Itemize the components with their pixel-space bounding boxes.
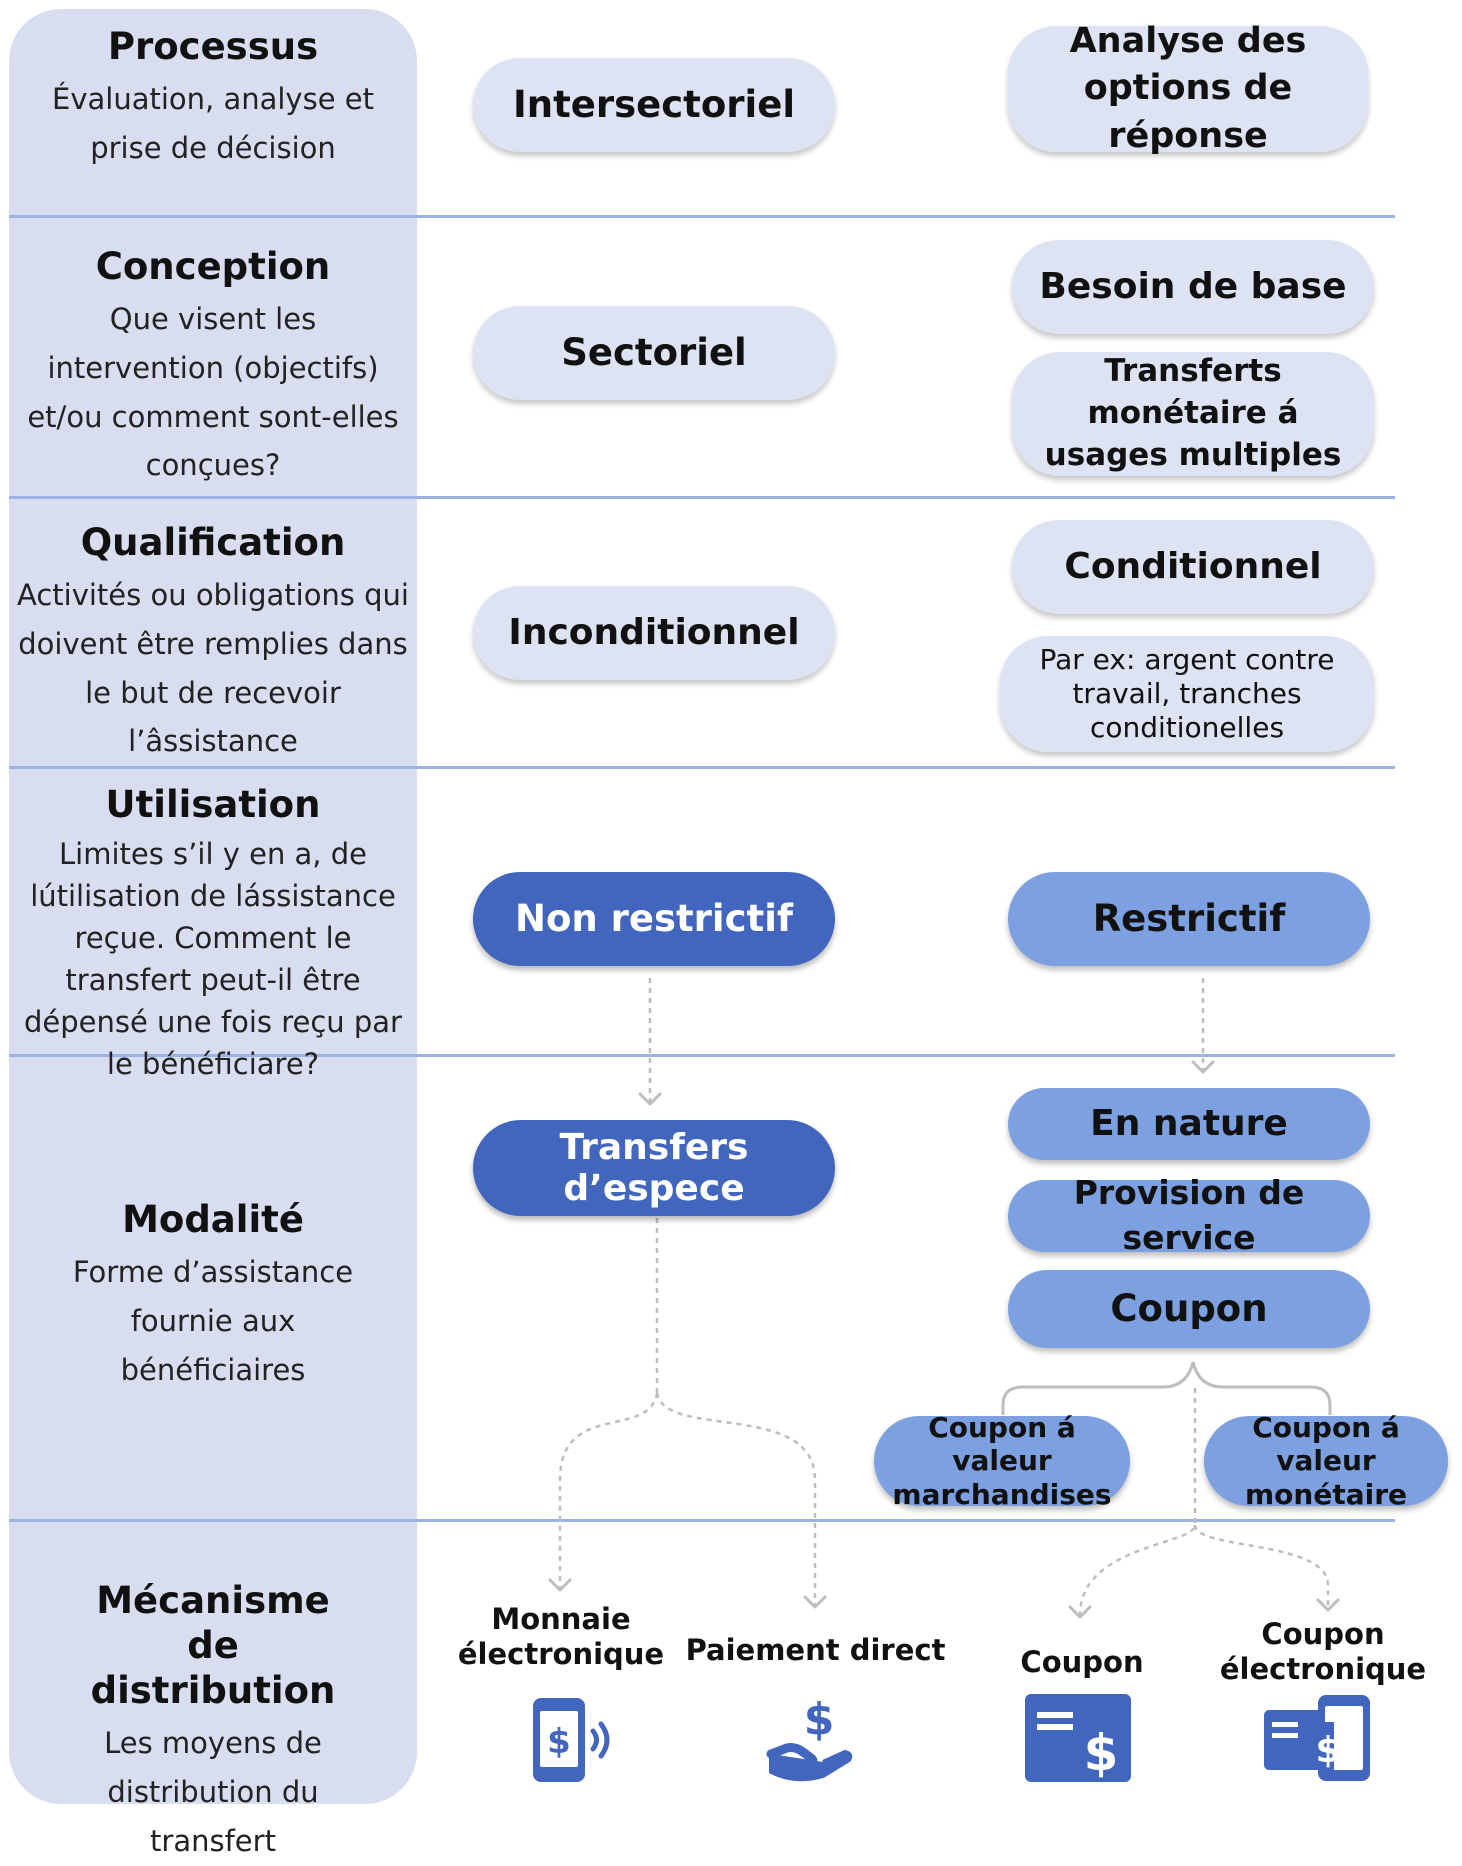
- svg-text:$: $: [804, 1694, 835, 1745]
- row-divider: [9, 1054, 1395, 1057]
- option-conditionnel-example: Par ex: argent contre travail, tranches …: [1000, 636, 1374, 752]
- category-title: Utilisation: [105, 783, 321, 826]
- row-divider: [9, 215, 1395, 218]
- flow-connectors: [548, 978, 1340, 1619]
- row-divider: [9, 1519, 1395, 1522]
- row-divider: [9, 766, 1395, 769]
- option-besoin-de-base: Besoin de base: [1012, 240, 1374, 334]
- option-inconditionnel: Inconditionnel: [473, 586, 835, 680]
- e-voucher-icon: $: [1264, 1695, 1370, 1781]
- category-title: Qualification: [80, 521, 346, 564]
- svg-text:$: $: [1084, 1724, 1119, 1782]
- category-title: Mécanisme de distribution: [90, 1579, 336, 1713]
- mechanism-coupon-electronique: Coupon électronique: [1219, 1617, 1427, 1687]
- option-en-nature: En nature: [1008, 1088, 1370, 1160]
- category-title: Conception: [95, 245, 331, 288]
- svg-text:$: $: [547, 1722, 571, 1762]
- row-divider: [9, 496, 1395, 499]
- category-sidebar: [9, 9, 417, 1804]
- option-transfers-espece: Transfers d’espece: [473, 1120, 835, 1216]
- connector-coupon-electronique: [1193, 1524, 1330, 1608]
- option-sectoriel: Sectoriel: [473, 306, 835, 400]
- mechanism-paiement-direct: Paiement direct: [685, 1633, 946, 1667]
- category-processus: Processus Évaluation, analyse et prise d…: [9, 24, 417, 173]
- category-conception: Conception Que visent les intervention (…: [9, 244, 417, 490]
- category-description: Activités ou obligations qui doivent êtr…: [17, 578, 409, 759]
- mechanism-coupon: Coupon: [1020, 1645, 1144, 1679]
- voucher-icon: $: [1025, 1694, 1131, 1782]
- category-title: Modalité: [122, 1198, 304, 1241]
- hand-dollar-icon: $: [766, 1694, 853, 1782]
- connector-coupon-physique: [1078, 1388, 1197, 1616]
- option-conditionnel: Conditionnel: [1012, 520, 1374, 614]
- connector-paiement: [655, 1392, 817, 1605]
- mobile-money-icon: $: [533, 1698, 610, 1782]
- option-transferts-multiples: Transferts monétaire á usages multiples: [1012, 352, 1374, 476]
- option-provision-service: Provision de service: [1008, 1173, 1370, 1257]
- option-coupon-valeur-monetaire: Coupon á valeur monétaire: [1204, 1411, 1448, 1511]
- mechanism-monnaie-electronique: Monnaie électronique: [457, 1602, 665, 1672]
- option-coupon: Coupon: [1008, 1270, 1370, 1348]
- category-description: Évaluation, analyse et prise de décision: [52, 82, 374, 165]
- coupon-brace: [1001, 1361, 1332, 1415]
- category-qualification: Qualification Activités ou obligations q…: [9, 520, 417, 766]
- category-utilisation: Utilisation Limites s’il y en a, de lúti…: [9, 782, 417, 1085]
- option-restrictif: Restrictif: [1008, 872, 1370, 966]
- category-description: Que visent les intervention (objectifs) …: [27, 302, 399, 483]
- option-analyse-options: Analyse des options de réponse: [1008, 21, 1368, 156]
- svg-text:$: $: [1315, 1730, 1340, 1771]
- category-description: Limites s’il y en a, de lútilisation de …: [24, 837, 402, 1082]
- option-intersectoriel: Intersectoriel: [473, 58, 835, 152]
- option-coupon-valeur-marchandises: Coupon á valeur marchandises: [874, 1411, 1130, 1511]
- option-non-restrictif: Non restrictif: [473, 872, 835, 966]
- category-modalite: Modalité Forme d’assistance fournie aux …: [9, 1197, 417, 1394]
- connector-monnaie: [558, 1392, 659, 1588]
- category-description: Forme d’assistance fournie aux bénéficia…: [72, 1255, 354, 1387]
- category-title: Processus: [107, 25, 319, 68]
